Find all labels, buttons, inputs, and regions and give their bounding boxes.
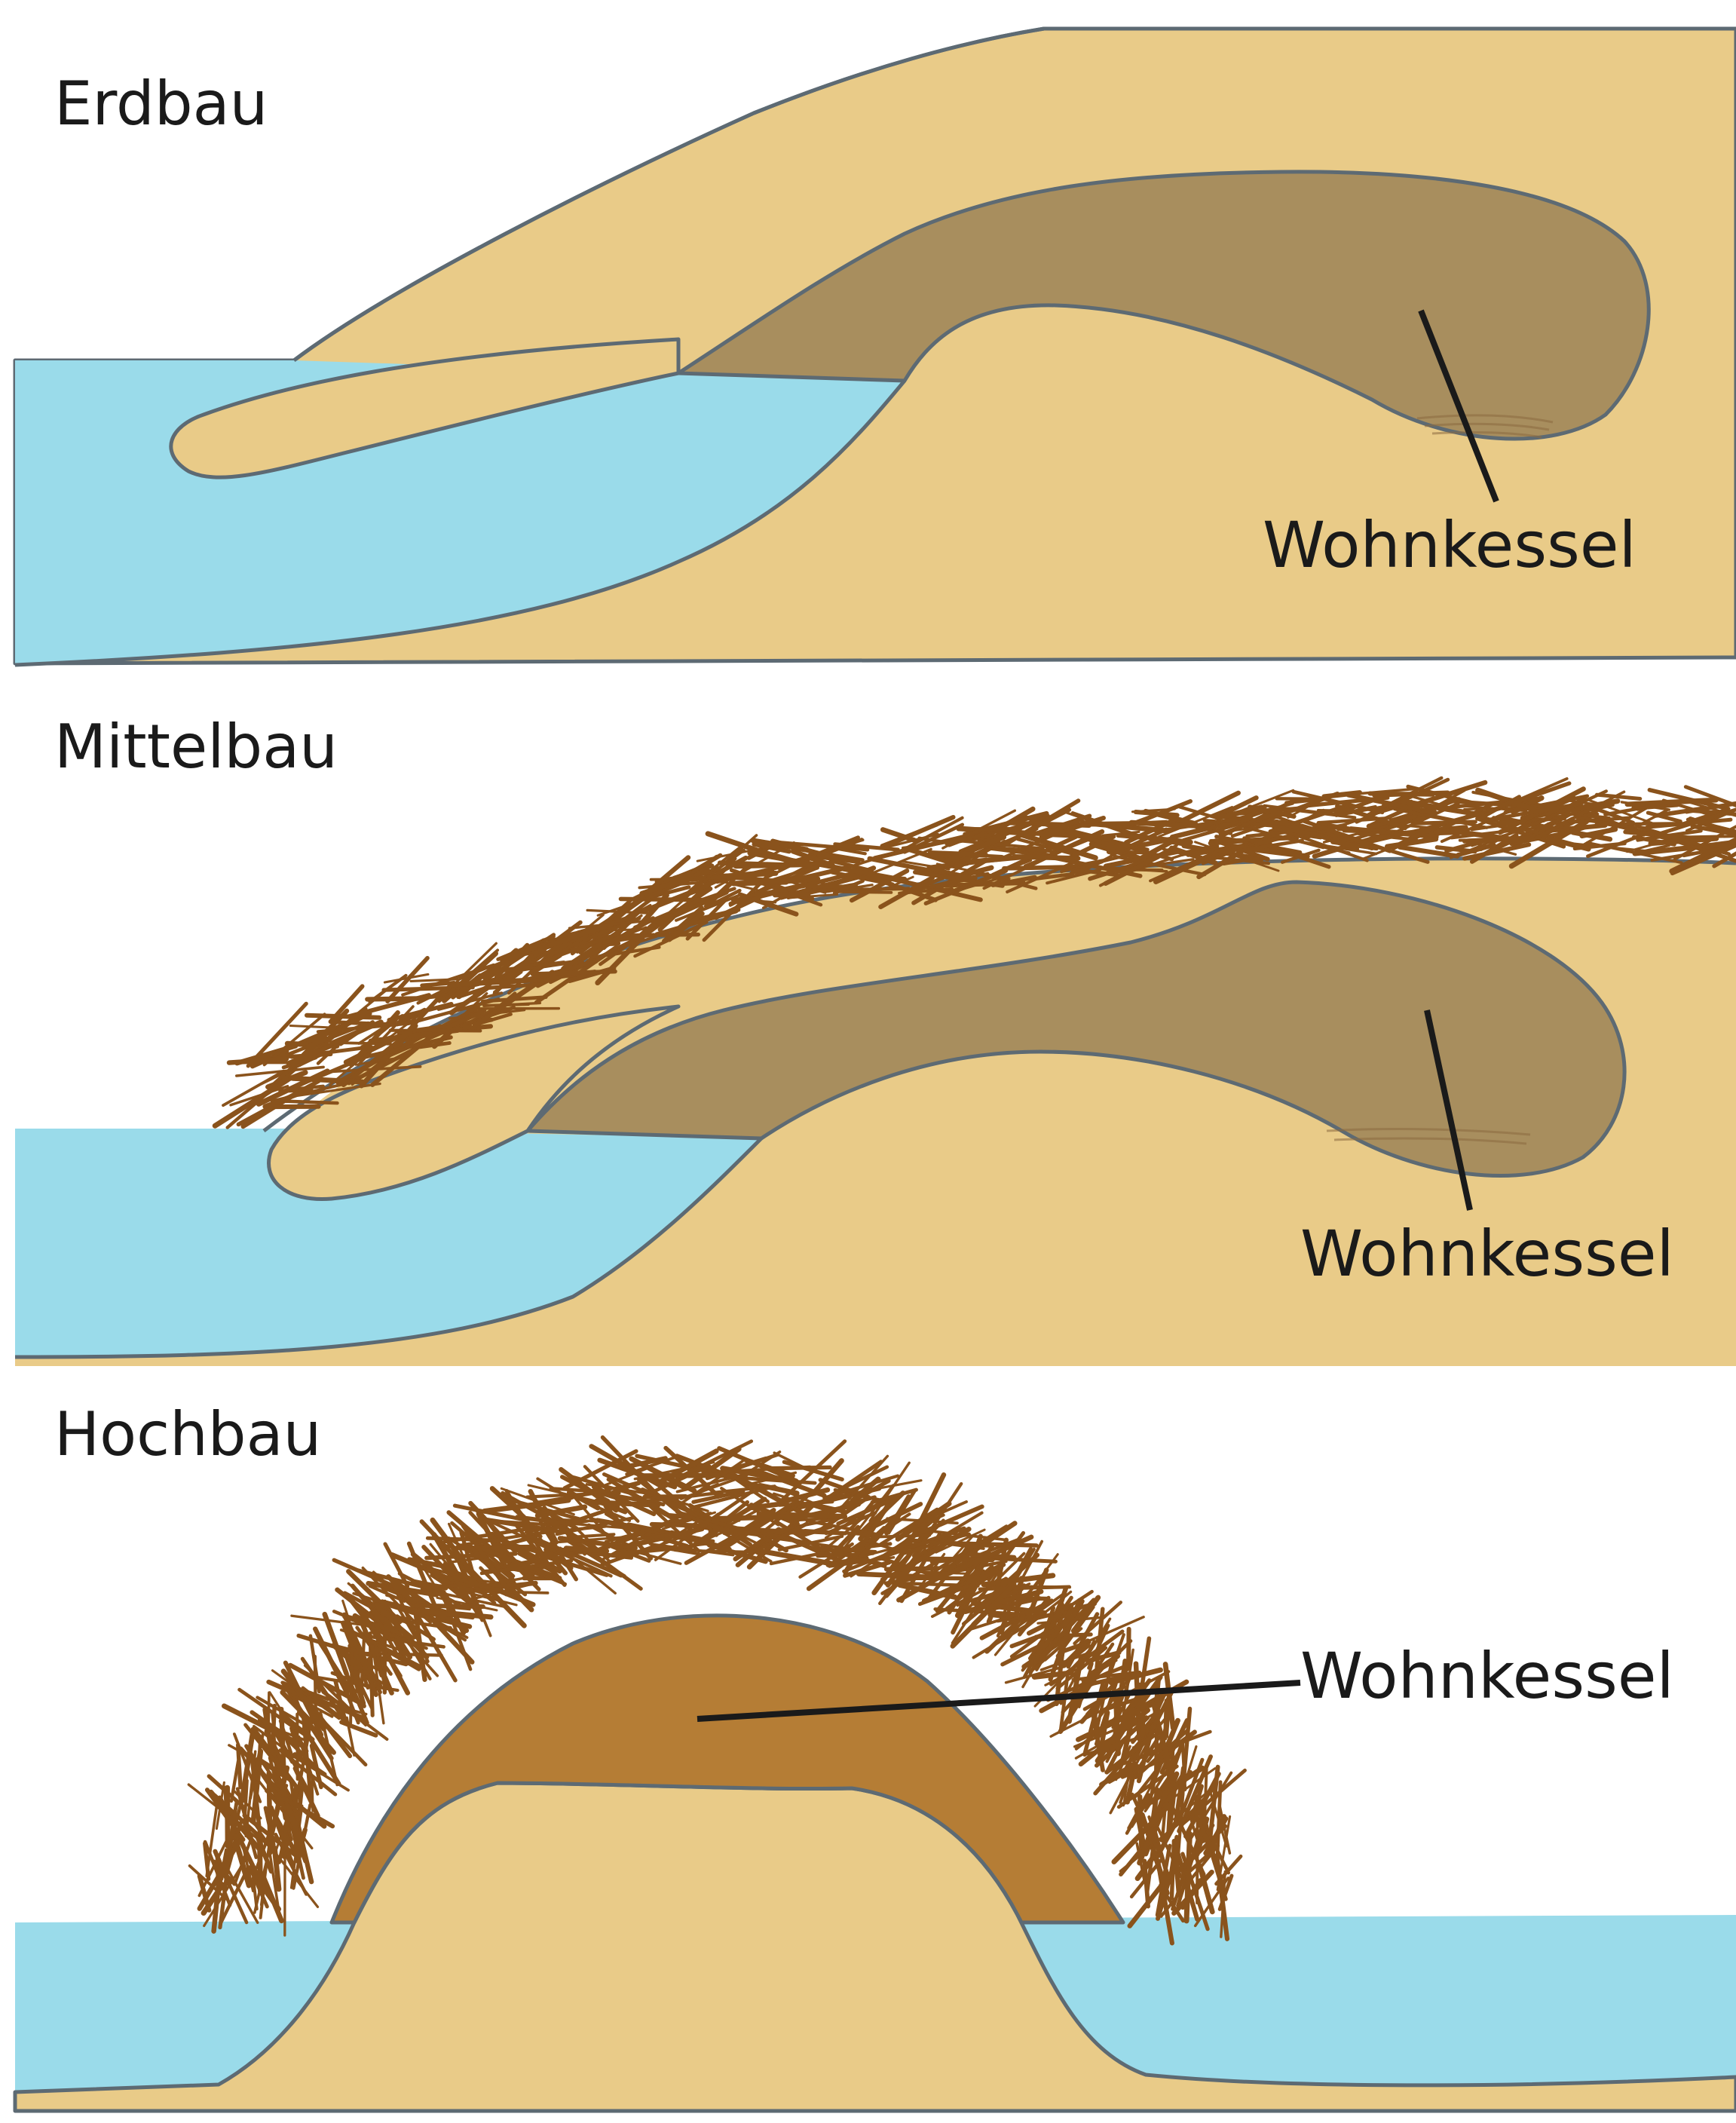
stick xyxy=(644,1475,724,1476)
chamber-label-hochbau: Wohnkessel xyxy=(1300,1639,1674,1713)
stick xyxy=(1015,856,1078,858)
stick xyxy=(566,1549,607,1552)
stick xyxy=(1338,829,1385,830)
stick xyxy=(351,1646,352,1723)
stick xyxy=(484,1004,528,1006)
panel-title-hochbau: Hochbau xyxy=(54,1399,321,1469)
stick xyxy=(415,1606,483,1607)
stick xyxy=(292,1078,362,1082)
stick xyxy=(775,894,808,895)
panel-title-mittelbau: Mittelbau xyxy=(54,712,338,782)
stick xyxy=(1186,1834,1189,1921)
stick xyxy=(1597,795,1640,798)
chamber-label-mittelbau: Wohnkessel xyxy=(1300,1217,1674,1291)
stick xyxy=(339,1043,390,1044)
panel-hochbau: Hochbau Wohnkessel xyxy=(15,1399,1736,2111)
stick xyxy=(675,1550,760,1552)
chamber-label-erdbau: Wohnkessel xyxy=(1263,508,1636,582)
stick xyxy=(1374,792,1447,795)
stick xyxy=(837,892,892,893)
stick xyxy=(1128,1629,1129,1665)
stick xyxy=(980,1587,1070,1589)
stick xyxy=(1683,835,1736,837)
stick xyxy=(1136,812,1177,815)
stick xyxy=(607,929,649,930)
panel-erdbau: Erdbau Wohnkessel xyxy=(15,29,1736,665)
stick xyxy=(485,1500,568,1512)
stick xyxy=(1460,839,1496,841)
stick xyxy=(533,972,616,975)
panel-mittelbau: Mittelbau Wohnkessel xyxy=(15,712,1736,1366)
stick xyxy=(281,1709,283,1770)
stick xyxy=(1197,1815,1198,1903)
stick xyxy=(713,1517,796,1519)
panel-title-erdbau: Erdbau xyxy=(54,69,268,139)
